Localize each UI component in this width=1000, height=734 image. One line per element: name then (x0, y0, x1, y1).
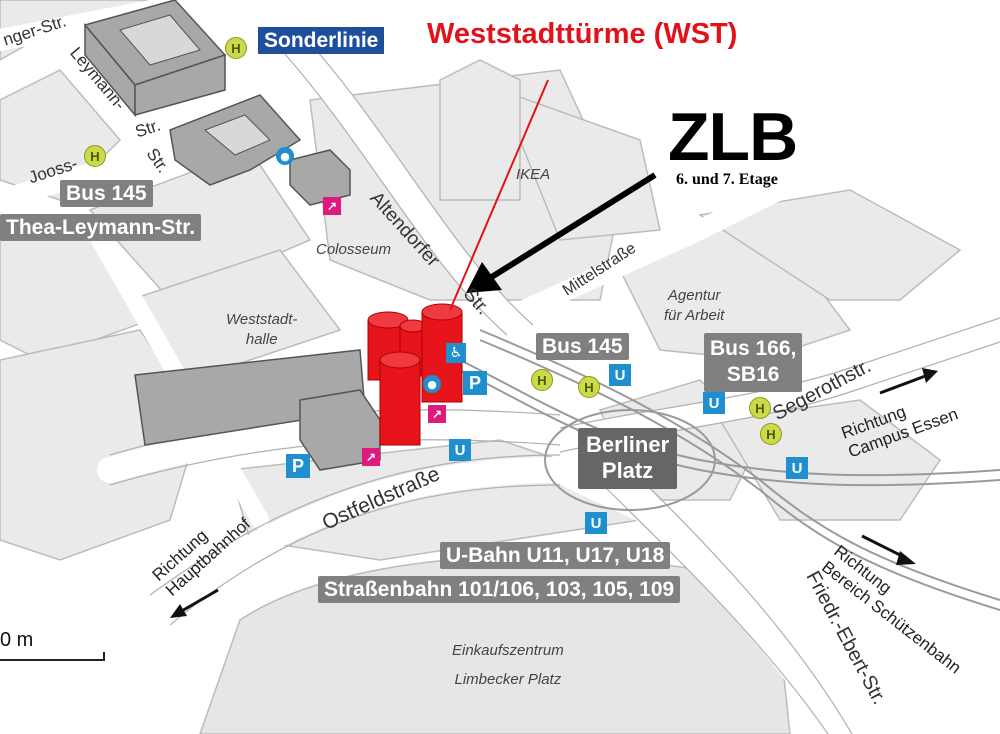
arrow-schuetzenbahn (861, 534, 916, 565)
place-weststadthalle: Weststadt- halle (226, 310, 297, 349)
wst-pointer-line (449, 79, 549, 311)
place-colosseum: Colosseum (316, 241, 392, 258)
bus-stop-letter: H (537, 372, 547, 388)
bus-stop-icon[interactable]: H (749, 397, 771, 419)
bus-166-line2: SB16 (726, 363, 780, 387)
arrow-hauptbahnhof (170, 588, 219, 618)
floors-label: 6. und 7. Etage (676, 171, 778, 188)
info-point-icon: ● (423, 375, 441, 393)
bus-145-top-label: Bus 145 (60, 180, 153, 207)
berliner-platz-label: Berliner Platz (578, 428, 678, 489)
zlb-label: ZLB (668, 99, 798, 175)
zlb-arrow (466, 172, 657, 293)
subway-letter: U (614, 366, 626, 384)
bus-166-label: Bus 166, SB16 (704, 333, 803, 392)
thea-leymann-label: Thea-Leymann-Str. (0, 214, 202, 241)
bus-stop-icon[interactable]: H (578, 376, 600, 398)
bus-145-center-label: Bus 145 (536, 333, 629, 360)
subway-icon[interactable]: U (786, 457, 808, 479)
scale-label: 0 m (0, 629, 34, 651)
subway-icon[interactable]: U (609, 364, 631, 386)
bus-stop-icon[interactable]: H (531, 369, 553, 391)
stairs-icon: ↗ (362, 448, 380, 466)
bus-stop-letter: H (90, 148, 100, 164)
berliner-line2: Platz (601, 458, 654, 484)
place-einkaufszentrum: Einkaufszentrum Limbecker Platz (452, 637, 564, 694)
bus-stop-letter: H (766, 426, 776, 442)
parking-letter: P (291, 455, 304, 476)
einkauf-line1: Einkaufszentrum (452, 642, 564, 659)
subway-icon[interactable]: U (449, 439, 471, 461)
stairs-icon: ↗ (428, 405, 446, 423)
building-courtyards (119, 14, 271, 156)
subway-letter: U (791, 459, 803, 477)
subway-letter: U (708, 394, 720, 412)
wheelchair-icon: ♿ (446, 343, 466, 363)
berliner-platz-roundabout (544, 409, 716, 511)
stairs-icon: ↗ (323, 197, 341, 215)
subway-letter: U (590, 514, 602, 532)
place-ikea: IKEA (516, 166, 551, 183)
tram-label: Straßenbahn 101/106, 103, 105, 109 (318, 576, 681, 603)
weststadt-line2: halle (245, 330, 278, 348)
scale-bar (0, 652, 105, 661)
parking-icon[interactable]: P (463, 371, 487, 395)
info-point-icon: ● (276, 147, 294, 165)
subway-icon[interactable]: U (585, 512, 607, 534)
sonderlinie-label: Sonderlinie (258, 27, 385, 54)
parking-icon[interactable]: P (286, 454, 310, 478)
weststadt-line1: Weststadt- (226, 311, 298, 328)
bus-166-line1: Bus 166, (710, 337, 797, 360)
bus-stop-letter: H (231, 40, 241, 56)
parking-letter: P (468, 372, 481, 393)
berliner-line1: Berliner (586, 432, 670, 457)
subway-icon[interactable]: U (703, 392, 725, 414)
ubahn-label: U-Bahn U11, U17, U18 (440, 542, 671, 569)
bus-stop-icon[interactable]: H (84, 145, 106, 167)
arrow-campus (879, 368, 938, 395)
subway-letter: U (454, 441, 466, 459)
agentur-line2: für Arbeit (664, 306, 725, 324)
bus-stop-letter: H (755, 400, 765, 416)
bus-stop-icon[interactable]: H (225, 37, 247, 59)
einkauf-line2: Limbecker Platz (454, 670, 562, 688)
agentur-line1: Agentur (667, 287, 721, 304)
wst-title: Weststadttürme (WST) (427, 18, 738, 50)
bus-stop-letter: H (584, 379, 594, 395)
bus-stop-icon[interactable]: H (760, 423, 782, 445)
place-agentur: Agentur für Arbeit (664, 286, 724, 325)
